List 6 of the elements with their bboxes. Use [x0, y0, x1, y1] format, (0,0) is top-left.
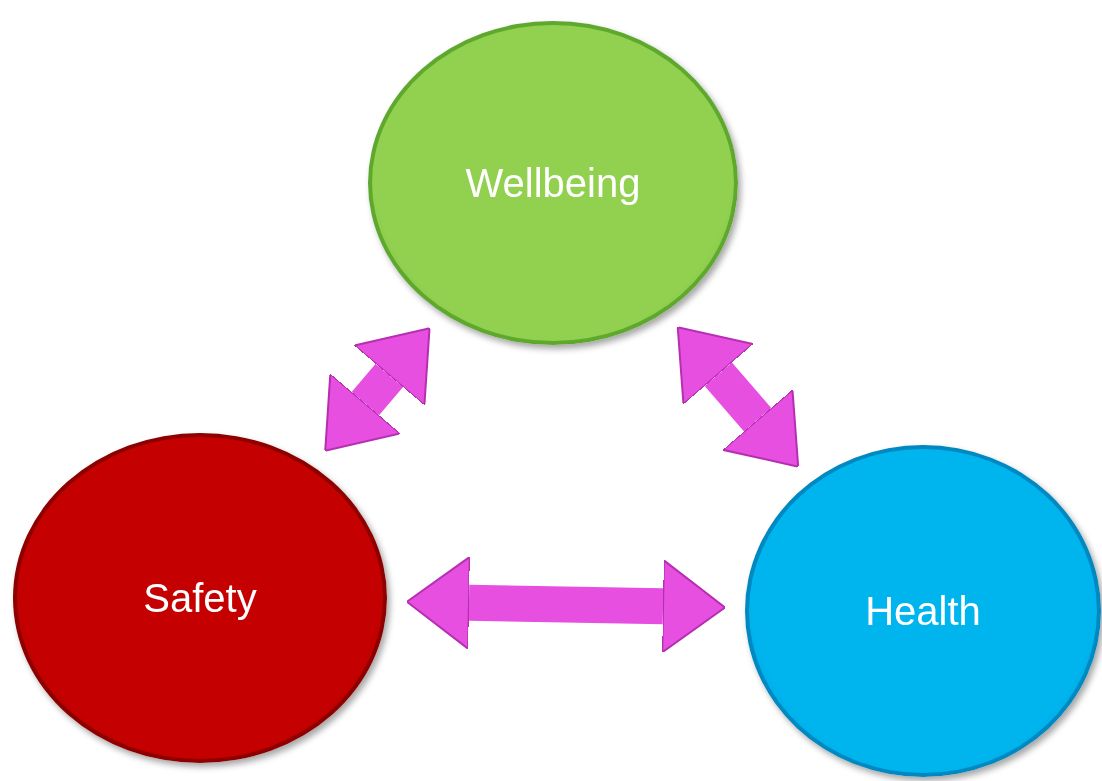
double-arrow	[676, 326, 800, 468]
double-arrow	[405, 555, 727, 654]
double-arrow	[324, 327, 431, 452]
node-label: Safety	[143, 575, 257, 621]
node-label: Wellbeing	[465, 160, 641, 206]
node-label: Health	[865, 588, 981, 634]
